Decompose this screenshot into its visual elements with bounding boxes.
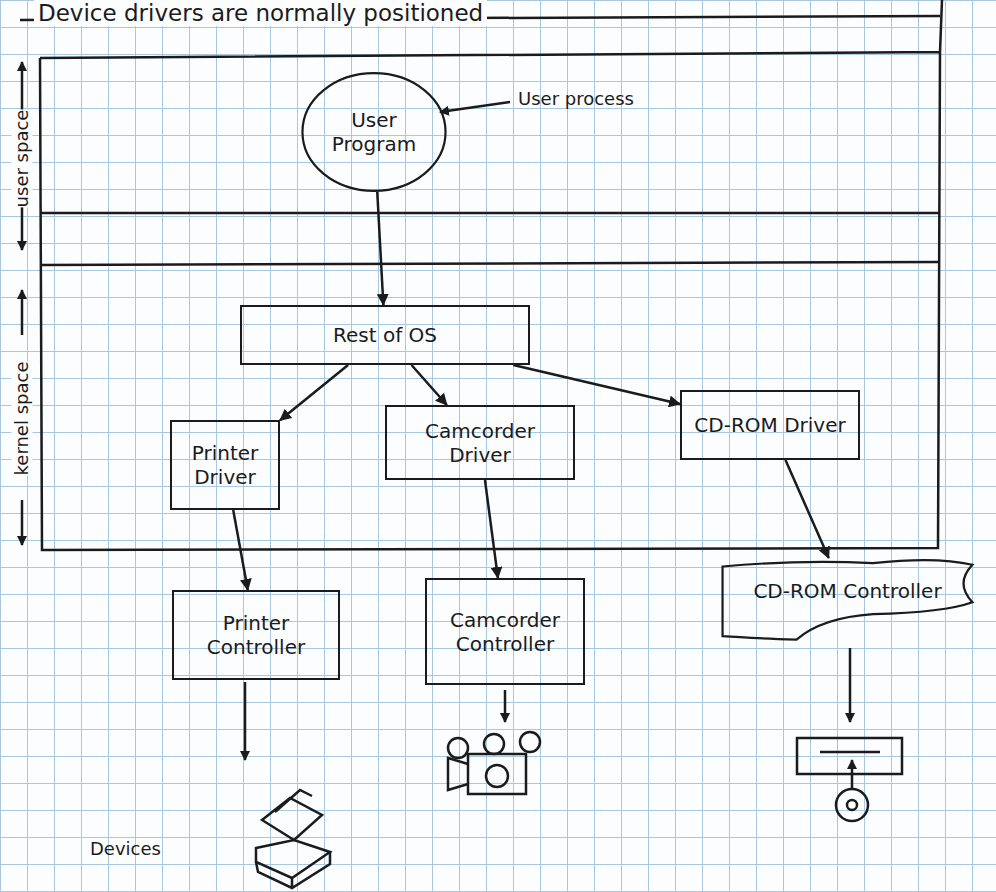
os-box: Rest of OS	[240, 305, 530, 365]
flow-arrow	[785, 460, 828, 558]
flow-arrow	[412, 365, 447, 405]
node-label: Printer Controller	[182, 611, 330, 659]
group-label: Devices	[90, 838, 161, 859]
flow-arrow	[485, 480, 498, 578]
side-arrow	[21, 205, 24, 250]
printer-icon	[256, 790, 330, 888]
flow-arrow	[233, 510, 248, 590]
process-circle: User Program	[301, 72, 447, 192]
band-line	[40, 212, 940, 215]
side-arrow	[21, 62, 24, 110]
region-label: kernel space	[12, 361, 33, 475]
region-label: user space	[12, 109, 33, 207]
flow-arrow	[280, 365, 348, 420]
node-label: CD-ROM Driver	[694, 413, 845, 437]
controller-box: Printer Controller	[172, 590, 340, 680]
device-arrow	[504, 690, 507, 722]
side-arrow	[21, 500, 24, 545]
callout-label: User process	[518, 88, 634, 109]
diagram-title: Device drivers are normally positioned	[34, 0, 487, 26]
flow-arrow	[513, 365, 680, 404]
cdrom-drive-icon	[797, 738, 902, 821]
kernel-frame	[40, 0, 942, 550]
node-label: CD-ROM Controller	[753, 579, 941, 603]
flow-arrow	[377, 192, 383, 305]
node-label: Rest of OS	[333, 323, 437, 347]
device-arrow	[244, 682, 247, 760]
driver-box: Camcorder Driver	[385, 405, 575, 480]
node-label: Camcorder Driver	[395, 419, 565, 467]
node-label: Camcorder Controller	[435, 608, 575, 656]
controller-box: Camcorder Controller	[425, 578, 585, 685]
leader-line	[440, 102, 510, 112]
band-line	[40, 262, 940, 265]
driver-box: Printer Driver	[170, 420, 280, 510]
side-arrow	[21, 290, 24, 335]
node-label: Printer Driver	[180, 441, 270, 489]
driver-box: CD-ROM Driver	[680, 390, 860, 460]
device-arrow	[849, 648, 852, 722]
node-label: User Program	[309, 108, 439, 156]
camcorder-icon	[448, 732, 540, 794]
controller-box: CD-ROM Controller	[720, 558, 975, 643]
